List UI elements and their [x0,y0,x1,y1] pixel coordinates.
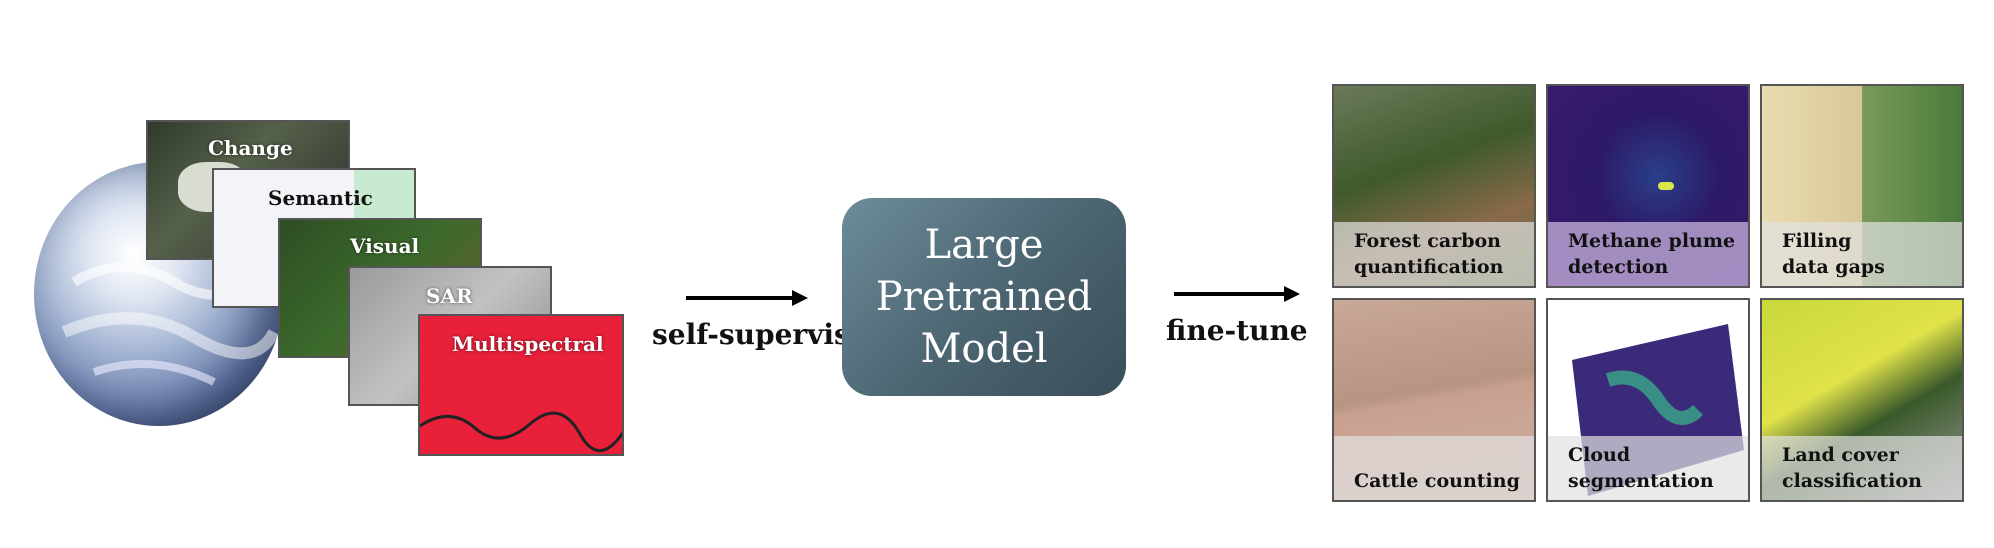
model-label: Large Pretrained Model [875,222,1093,372]
modality-tile-multispectral: Multispectral [418,314,624,456]
river-shape [420,411,622,453]
modality-label-semantic: Semantic [268,186,373,210]
task-label-cattle-counting: Cattle counting [1354,470,1520,492]
task-label-forest-carbon: Forest carbon quantification [1354,230,1504,278]
finetune-label: fine-tune [1166,314,1308,347]
task-label-filling-gaps: Filling data gaps [1782,230,1885,278]
pretrain-arrowhead-icon [792,290,808,306]
plume-spot [1658,182,1674,190]
task-methane-plume: Methane plume detection [1546,84,1750,288]
caption-band [1548,222,1748,286]
task-label-cloud-segmentation: Cloud segmentation [1568,444,1714,492]
caption-band [1334,436,1534,500]
caption-band [1762,436,1962,500]
task-label-methane-plume: Methane plume detection [1568,230,1736,278]
caption-band [1548,436,1748,500]
caption-band [1334,222,1534,286]
pretrain-label: self-supervise [652,318,868,351]
modality-label-sar: SAR [426,284,473,308]
task-filling-gaps: Filling data gaps [1760,84,1964,288]
pretrained-model-box: Large Pretrained Model [842,198,1126,396]
modality-label-visual: Visual [350,234,420,258]
task-land-cover: Land cover classification [1760,298,1964,502]
modality-label-multispectral: Multispectral [452,332,604,356]
task-cattle-counting: Cattle counting [1332,298,1536,502]
pretrain-arrow [686,296,794,300]
finetune-arrow [1174,292,1286,296]
caption-band [1762,222,1962,286]
modality-label-change: Change [208,136,293,160]
finetune-arrowhead-icon [1284,286,1300,302]
task-label-land-cover: Land cover classification [1782,444,1922,492]
task-forest-carbon: Forest carbon quantification [1332,84,1536,288]
task-cloud-segmentation: Cloud segmentation [1546,298,1750,502]
